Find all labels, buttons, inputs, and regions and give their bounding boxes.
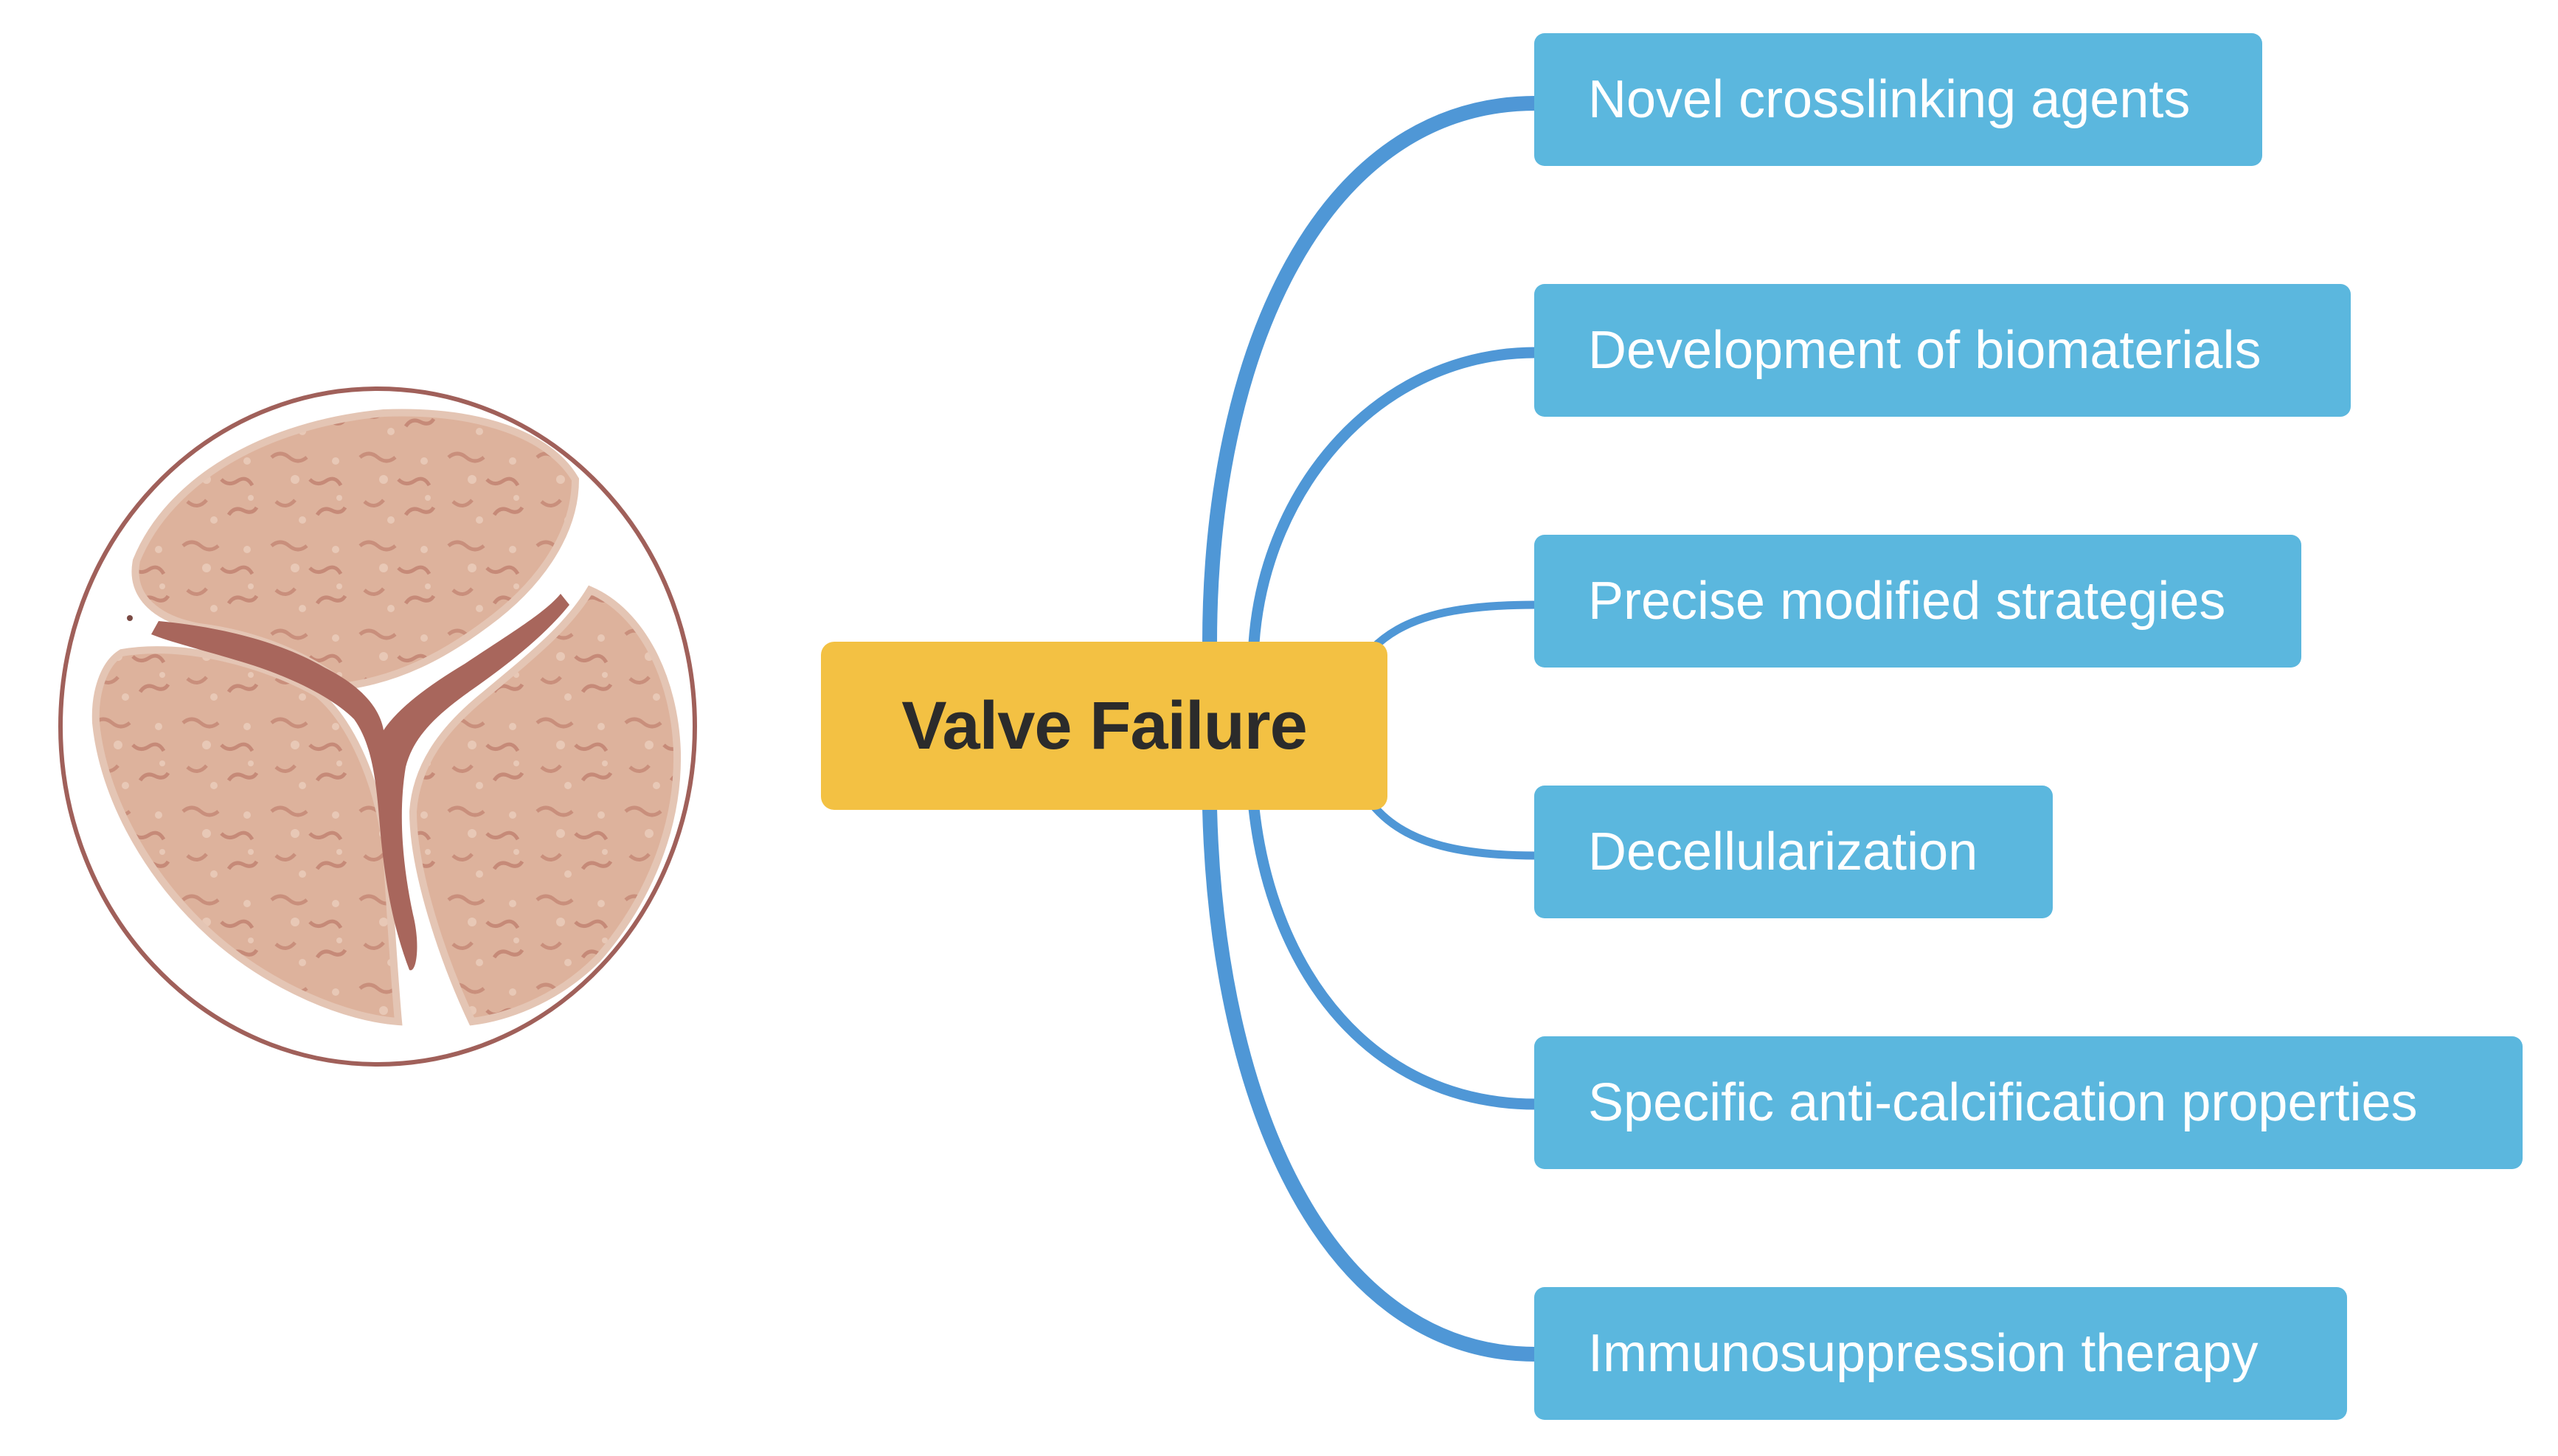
branch-label: Specific anti-calcification properties	[1588, 1073, 2418, 1132]
branch-label: Development of biomaterials	[1588, 321, 2261, 380]
connector-line	[1368, 600, 1540, 654]
branch-node-immunosuppression: Immunosuppression therapy	[1534, 1287, 2347, 1420]
connector-line	[1248, 347, 1542, 649]
branch-node-crosslinking-agents: Novel crosslinking agents	[1534, 33, 2262, 166]
branch-label: Precise modified strategies	[1588, 572, 2226, 631]
branch-label: Immunosuppression therapy	[1588, 1324, 2259, 1383]
valve-leaflet-right	[409, 585, 682, 1026]
valve-commissure	[151, 594, 569, 971]
connector-line	[1202, 801, 1543, 1362]
branch-node-anti-calcification: Specific anti-calcification properties	[1534, 1036, 2523, 1169]
connector-line	[1368, 800, 1540, 860]
branch-node-decellularization: Decellularization	[1534, 786, 2053, 918]
branch-label: Decellularization	[1588, 822, 1978, 881]
connector-group	[1202, 96, 1543, 1362]
connector-line	[1248, 802, 1542, 1110]
valve-leaflet-left	[91, 646, 403, 1026]
connector-line	[1202, 96, 1543, 651]
central-topic-node: Valve Failure	[821, 642, 1387, 810]
branch-node-biomaterials: Development of biomaterials	[1534, 284, 2351, 417]
branch-label: Novel crosslinking agents	[1588, 70, 2191, 129]
branch-node-modified-strategies: Precise modified strategies	[1534, 535, 2301, 668]
central-topic-label: Valve Failure	[901, 687, 1308, 763]
heart-valve-illustration	[58, 386, 697, 1067]
